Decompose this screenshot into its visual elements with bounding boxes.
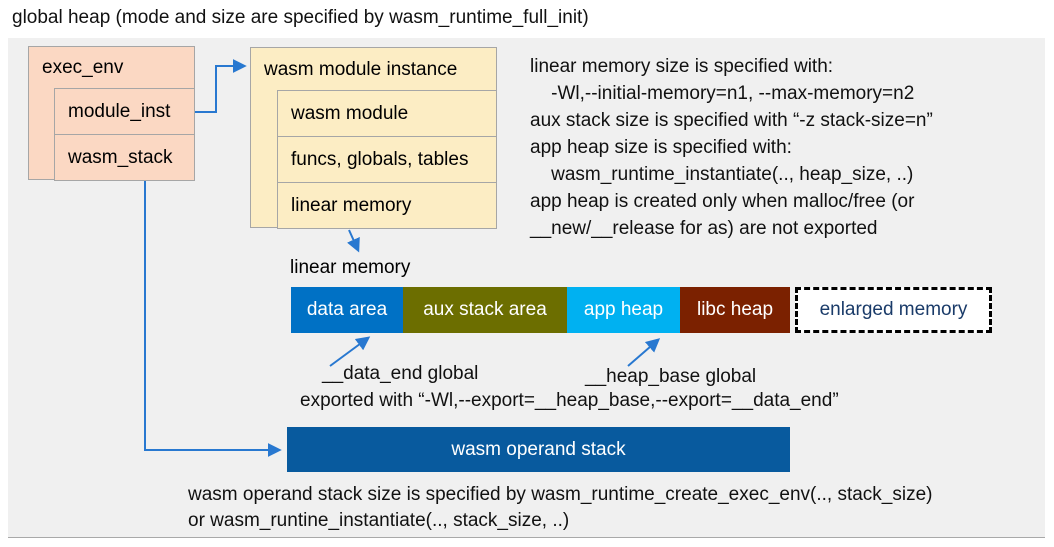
diagram-title: global heap (mode and size are specified…: [12, 7, 589, 28]
connector-data-end-to-bar: [329, 336, 371, 367]
segment-aux-stack-area: aux stack area: [403, 287, 567, 333]
module-instance-row-linear-memory: linear memory: [277, 182, 497, 229]
module-instance-title: wasm module instance: [264, 58, 458, 80]
connector-linear-memory-row-to-label: [347, 229, 360, 253]
diagram-canvas: exec_env module_inst wasm_stack wasm mod…: [8, 38, 1045, 538]
connector-heap-base-to-bar: [627, 338, 661, 367]
module-instance-row-funcs-globals-tables: funcs, globals, tables: [277, 136, 497, 183]
exec-env-row-module-inst: module_inst: [54, 88, 195, 135]
exported-with-label: exported with “-Wl,--export=__heap_base,…: [300, 390, 839, 411]
wasm-operand-stack-bar: wasm operand stack: [287, 427, 790, 472]
exec-env-box: exec_env module_inst wasm_stack: [28, 46, 195, 181]
notes-operand-stack-size: wasm operand stack size is specified by …: [188, 484, 933, 531]
module-instance-row-wasm-module: wasm module: [277, 90, 497, 137]
segment-enlarged-memory: enlarged memory: [795, 287, 992, 333]
connector-module-inst-to-instance: [195, 59, 247, 113]
segment-libc-heap: libc heap: [680, 287, 790, 333]
linear-memory-bar: data area aux stack area app heap libc h…: [291, 287, 790, 333]
heap-base-global-label: __heap_base global: [585, 366, 757, 387]
segment-app-heap: app heap: [567, 287, 680, 333]
data-end-global-label: __data_end global: [322, 363, 479, 384]
notes-linear-memory-sizes: linear memory size is specified with: -W…: [530, 56, 933, 239]
segment-data-area: data area: [291, 287, 403, 333]
module-instance-box: wasm module instance wasm module funcs, …: [250, 47, 497, 229]
linear-memory-label: linear memory: [290, 257, 411, 278]
exec-env-title: exec_env: [42, 57, 124, 78]
exec-env-row-wasm-stack: wasm_stack: [54, 134, 195, 181]
